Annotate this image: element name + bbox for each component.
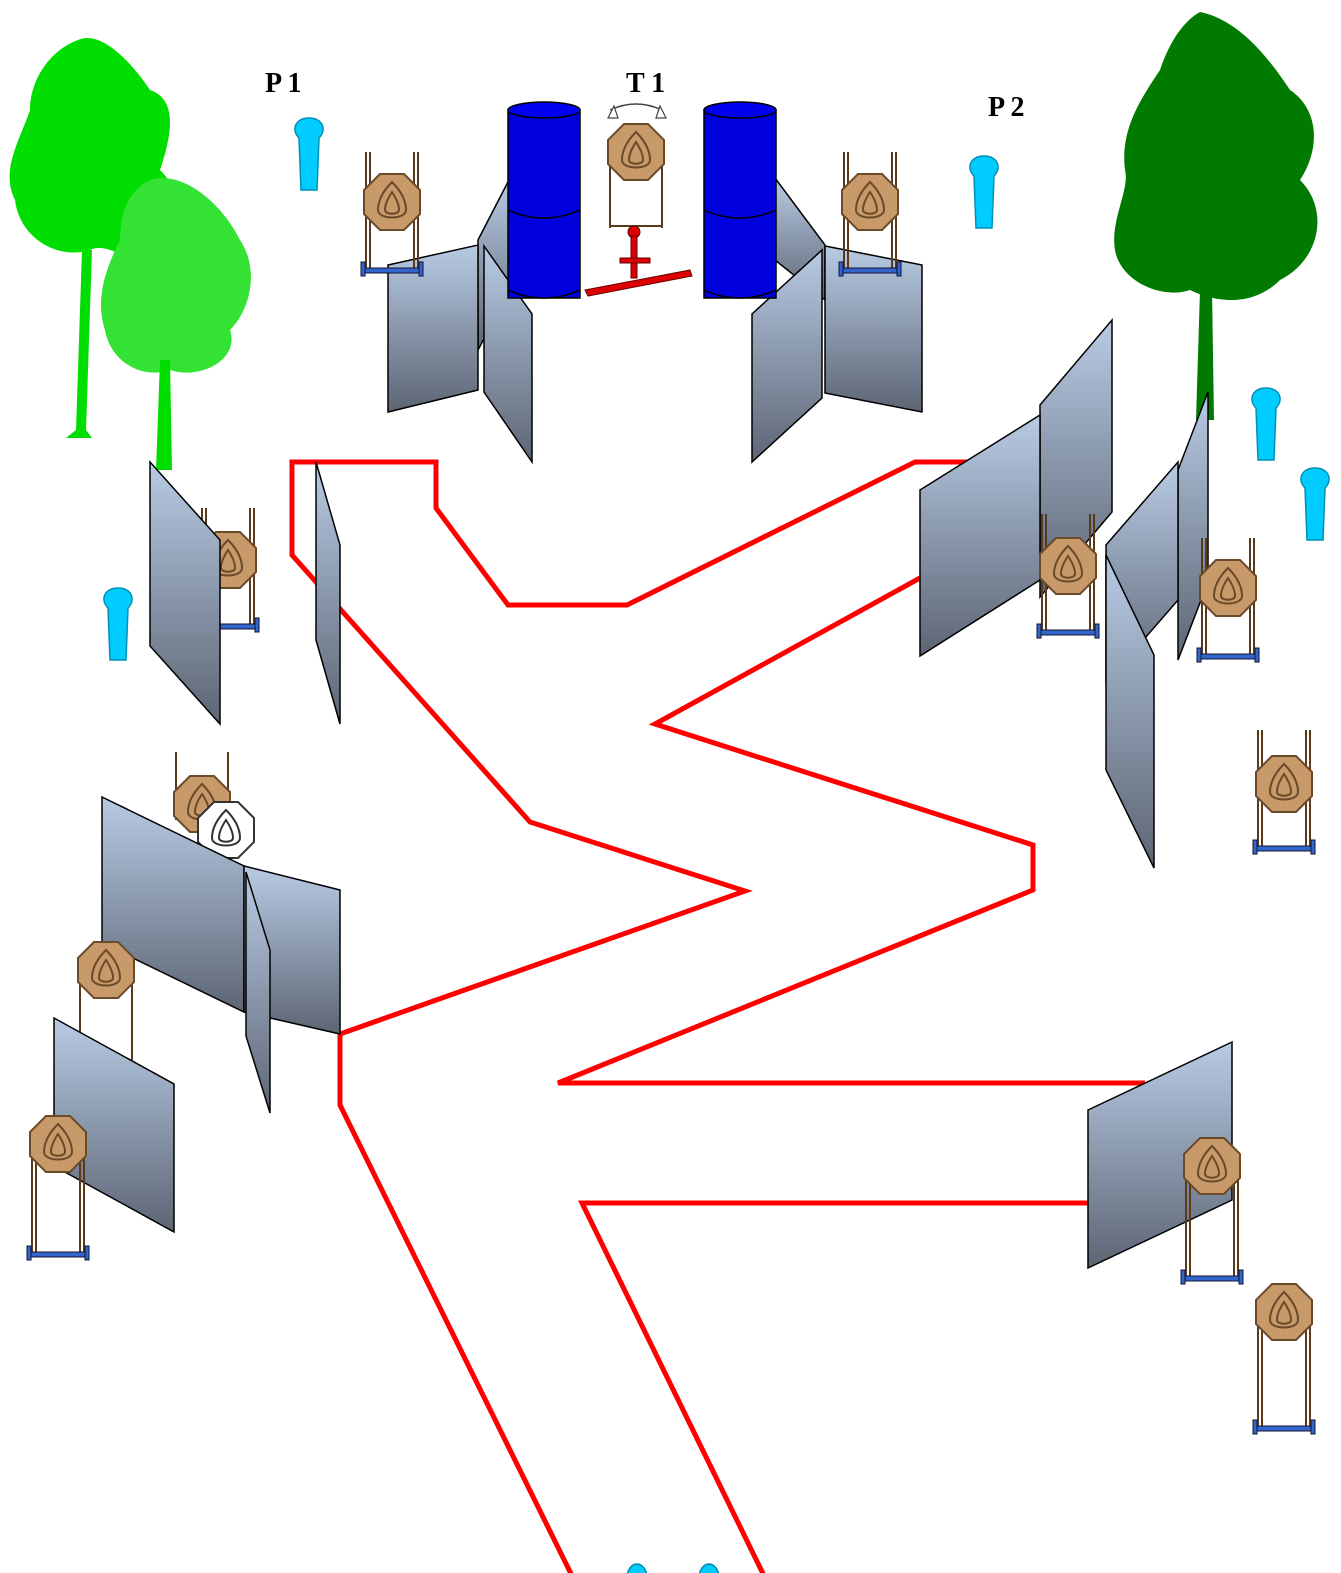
wall-panel-icon	[315, 461, 341, 725]
wall-panel-icon	[387, 177, 533, 465]
swinger-activator-icon	[584, 103, 693, 297]
popper-icon	[103, 587, 133, 661]
label-p2: P 2	[988, 92, 1025, 123]
paper-target	[1196, 537, 1260, 663]
barrel-icon	[703, 101, 777, 299]
start-marker	[698, 1563, 720, 1573]
paper-target	[360, 151, 424, 277]
popper-icon	[1300, 467, 1330, 541]
barrel-icon	[507, 101, 581, 299]
paper-target	[26, 1115, 90, 1261]
shooting-area-boundary	[289, 459, 1145, 1573]
tree-icon	[1114, 12, 1318, 420]
start-marker	[626, 1563, 648, 1573]
wall-panel-icon	[1087, 1040, 1233, 1270]
paper-target	[1252, 729, 1316, 855]
popper-icon	[969, 155, 999, 229]
wall-panel-icon	[919, 317, 1113, 658]
wall-panel-icon	[751, 175, 923, 464]
wall-panel-icon	[149, 460, 221, 726]
paper-target	[1252, 1283, 1316, 1435]
label-t1: T 1	[626, 68, 665, 99]
popper-icon	[1251, 387, 1281, 461]
wall-panel-icon	[1105, 391, 1209, 869]
popper-icon	[294, 117, 324, 191]
label-p1: P 1	[265, 68, 302, 99]
tree-icon	[100, 178, 251, 470]
paper-target	[1180, 1137, 1244, 1285]
wall-panel-icon	[101, 795, 341, 1114]
